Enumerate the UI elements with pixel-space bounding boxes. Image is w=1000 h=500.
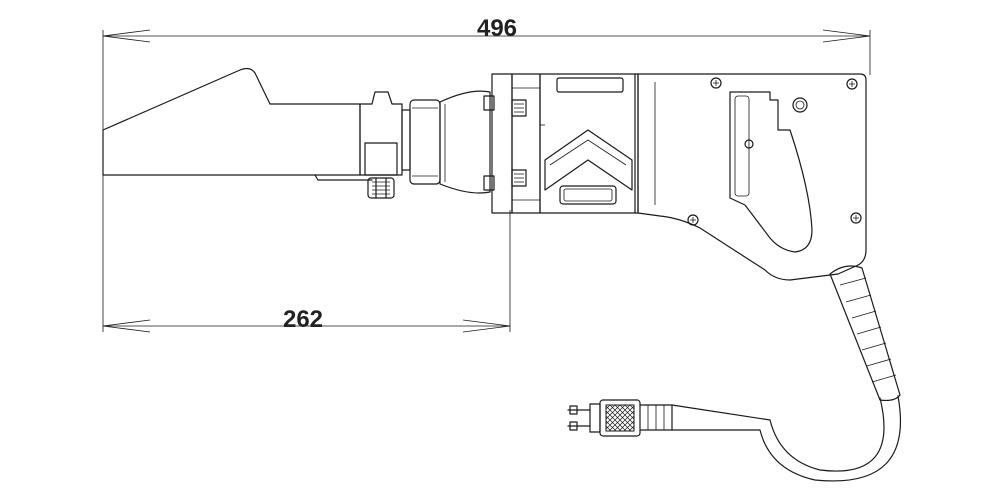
coupling — [401, 90, 495, 194]
front-length-label: 262 — [283, 306, 323, 333]
motor-housing — [539, 73, 639, 214]
front-dimension: 262 — [102, 175, 511, 333]
front-arrow-left — [102, 319, 151, 333]
strain-relief — [829, 265, 901, 402]
overall-length-label: 496 — [477, 15, 517, 42]
hex-nut — [367, 177, 395, 199]
front-nozzle — [102, 67, 403, 181]
front-arrow-right — [462, 319, 511, 333]
overall-arrow-left — [102, 29, 151, 43]
overall-dimension: 496 — [102, 15, 871, 130]
power-cord — [671, 395, 902, 482]
handle-body — [637, 73, 867, 281]
flange — [491, 73, 541, 214]
power-plug — [567, 399, 673, 437]
overall-arrow-right — [822, 29, 871, 43]
